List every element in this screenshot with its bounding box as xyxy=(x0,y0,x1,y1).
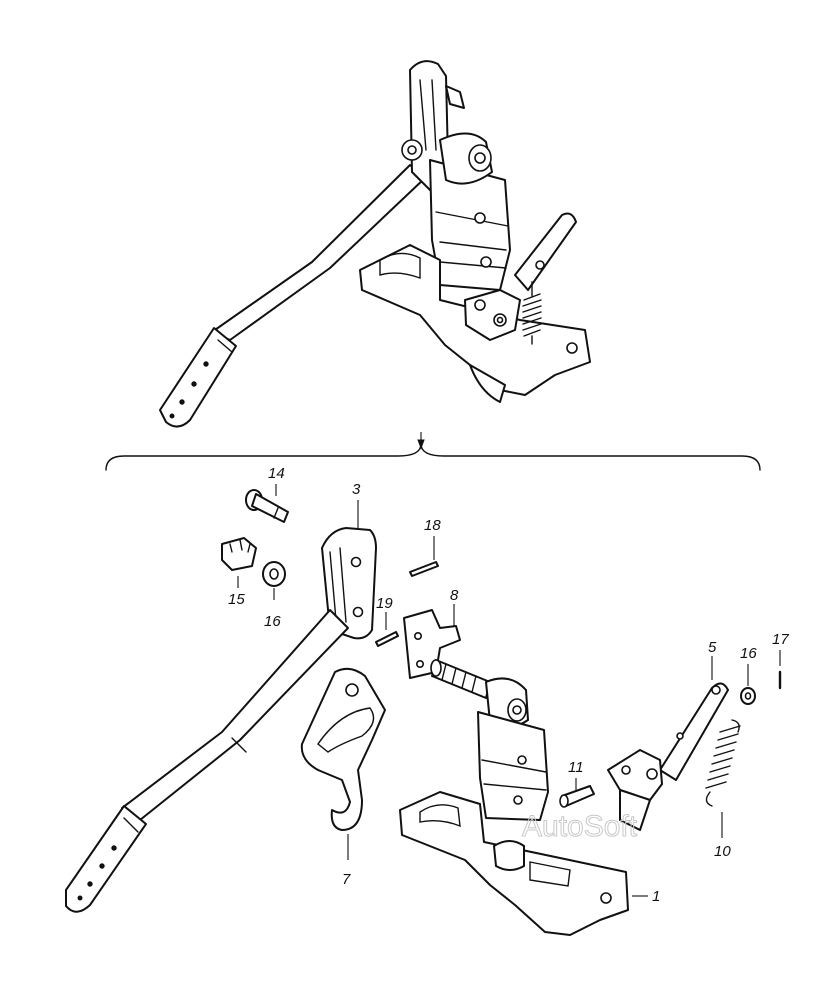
callout-10: 10 xyxy=(714,843,731,860)
part-10-spring xyxy=(705,719,741,807)
callout-1: 1 xyxy=(652,888,660,905)
part-18-split-pin xyxy=(409,561,439,577)
callout-11: 11 xyxy=(568,759,584,776)
callout-17: 17 xyxy=(772,631,789,648)
watermark: AutoSoft xyxy=(522,810,638,843)
assembled-mechanism xyxy=(159,60,591,428)
part-8-bracket xyxy=(403,609,461,679)
part-16-washer xyxy=(262,561,286,587)
part-5-release-lever xyxy=(607,682,729,831)
callout-14: 15 xyxy=(228,591,245,608)
part-11-pin xyxy=(559,785,595,808)
callout-15: 16 xyxy=(740,645,757,662)
callout-labels: 14 3 18 15 16 19 8 5 16 17 11 10 7 1 xyxy=(228,465,789,905)
callout-8: 8 xyxy=(450,587,459,604)
callout-5: 5 xyxy=(708,639,717,656)
part-14-castle-nut xyxy=(221,537,257,571)
leader-lines xyxy=(237,484,781,897)
part-3-lever xyxy=(65,527,377,913)
part-13-clevis-pin xyxy=(245,489,289,523)
part-7-hook-plate xyxy=(300,667,386,831)
callout-7: 7 xyxy=(342,871,351,888)
callout-13: 14 xyxy=(268,465,285,482)
callout-18: 18 xyxy=(424,517,441,534)
part-15-washer xyxy=(740,687,756,705)
callout-16: 16 xyxy=(264,613,281,630)
part-1-main-body xyxy=(399,659,629,936)
part-19-split-pin xyxy=(375,631,399,647)
callout-3: 3 xyxy=(352,481,361,498)
explosion-brace xyxy=(105,432,761,471)
spring-top xyxy=(522,281,542,345)
callout-19: 19 xyxy=(376,595,393,612)
